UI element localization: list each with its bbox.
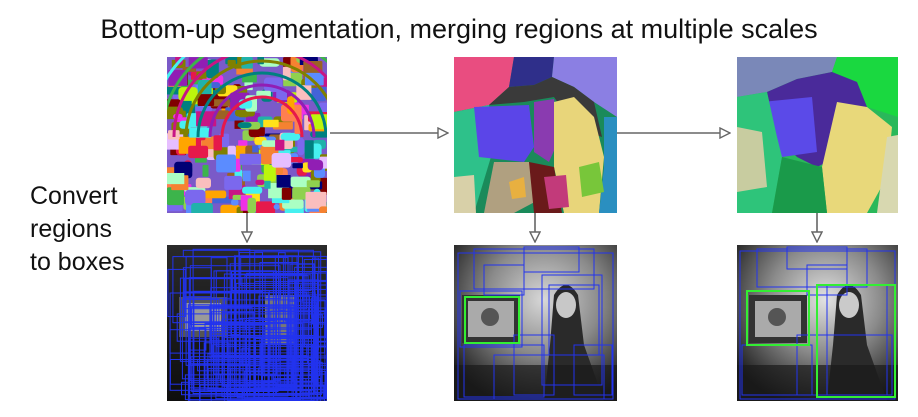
side-label-line-2: regions <box>30 215 112 243</box>
segmentation-coarse-image <box>737 57 898 213</box>
page-title: Bottom-up segmentation, merging regions … <box>100 14 818 44</box>
convert-regions-label: Convert regions to boxes <box>30 180 125 279</box>
side-label-line-3: to boxes <box>30 248 125 276</box>
boxes-medium-image <box>454 245 617 401</box>
segmentation-fine-image <box>167 57 327 213</box>
segmentation-medium-image <box>454 57 617 213</box>
boxes-fine-image <box>167 245 327 401</box>
boxes-coarse-image <box>737 245 898 401</box>
side-label-line-1: Convert <box>30 182 118 210</box>
